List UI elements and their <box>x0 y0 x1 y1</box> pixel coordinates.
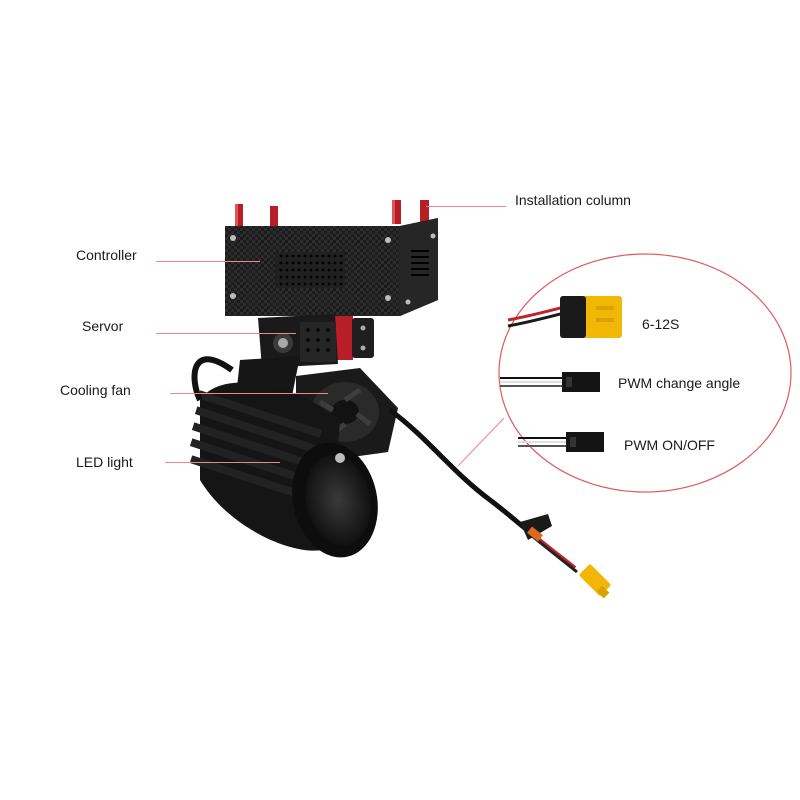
inset-pointer-line <box>457 417 505 467</box>
leader-controller <box>156 261 260 262</box>
label-power-input: 6-12S <box>642 316 680 332</box>
led-light <box>189 356 378 558</box>
label-pwm-change-angle: PWM change angle <box>618 375 741 391</box>
controller-box <box>225 218 438 316</box>
pwm-onoff-plug <box>518 432 604 452</box>
label-installation-column: Installation column <box>515 192 631 208</box>
label-controller: Controller <box>76 247 137 263</box>
label-servo: Servor <box>82 318 124 334</box>
leader-servo <box>156 333 296 334</box>
leader-cooling-fan <box>170 393 328 394</box>
xt60-connector <box>507 296 622 338</box>
leader-led-light <box>165 462 280 463</box>
power-cable <box>388 408 611 599</box>
leader-installation-column <box>426 206 506 207</box>
label-pwm-onoff: PWM ON/OFF <box>624 437 715 453</box>
servo-bracket <box>236 314 374 396</box>
pwm-angle-plug <box>500 372 600 392</box>
label-led-light: LED light <box>76 454 133 470</box>
inset-circle <box>498 253 792 493</box>
installation-columns <box>235 200 429 226</box>
label-cooling-fan: Cooling fan <box>60 382 131 398</box>
